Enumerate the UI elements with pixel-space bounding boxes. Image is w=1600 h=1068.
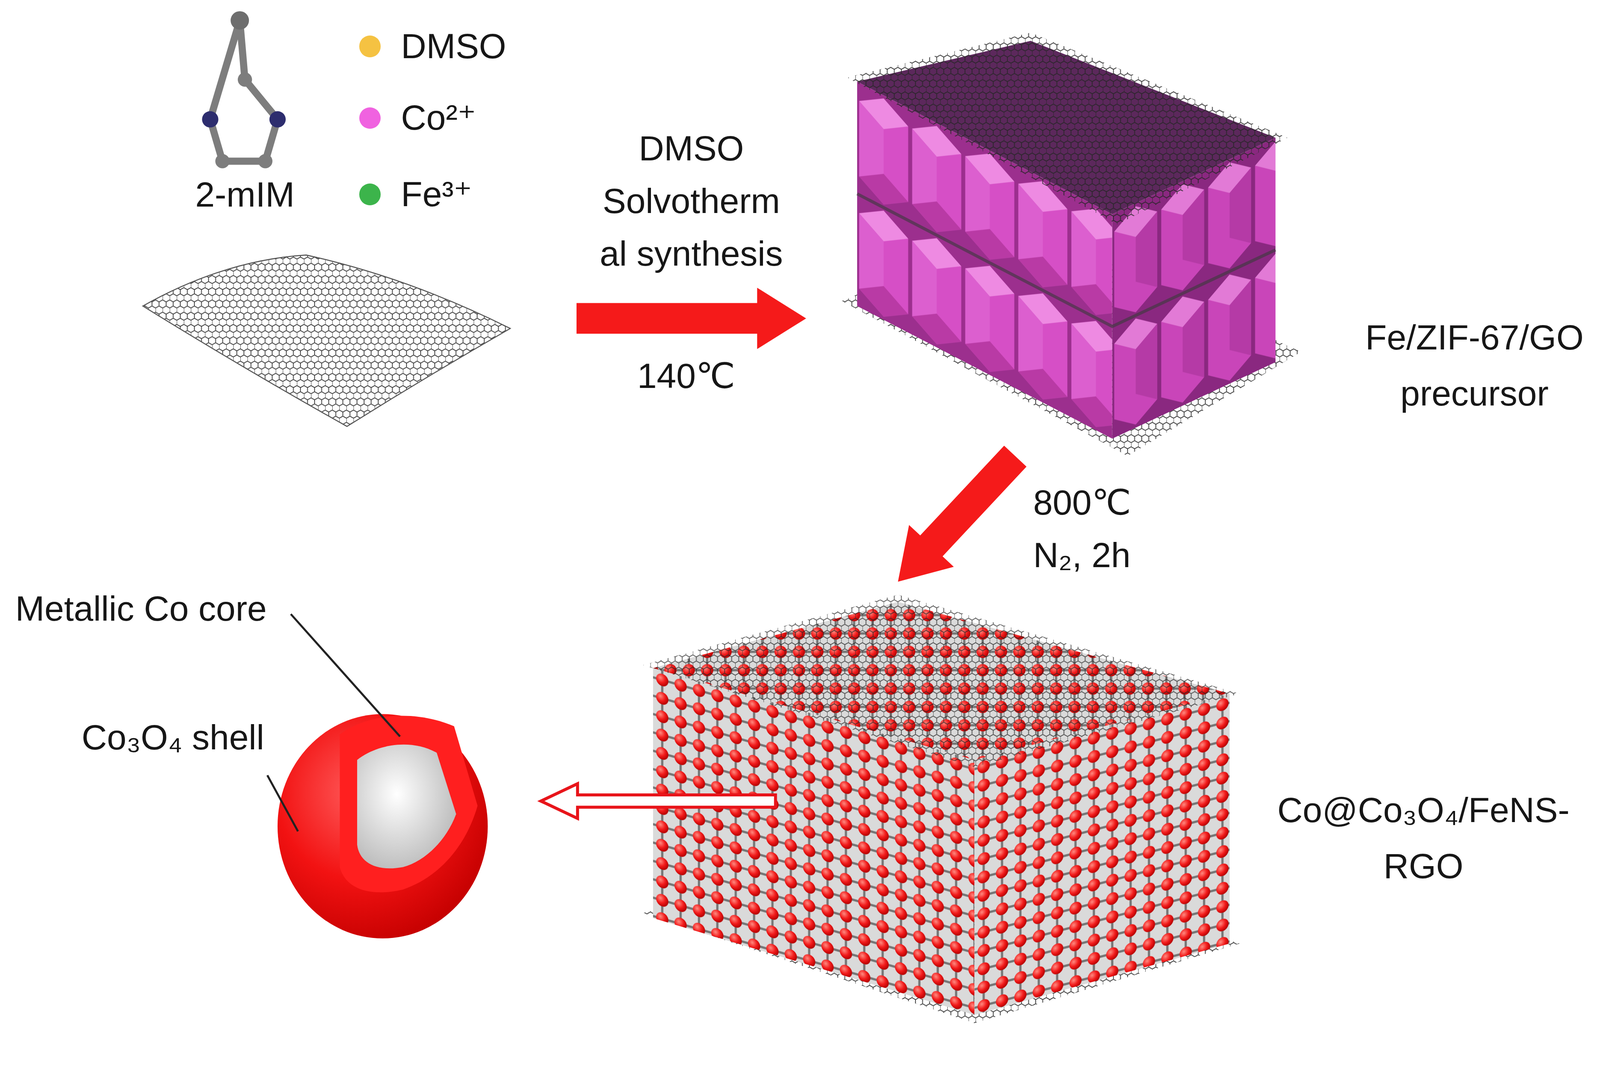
carbon-atom (237, 72, 252, 87)
reaction-arrow (898, 445, 1027, 582)
reaction-arrow (576, 287, 807, 349)
molecule-bonds (209, 20, 278, 162)
legend-dot (359, 35, 381, 57)
legend-entry: Co²⁺ (359, 95, 477, 140)
legend-text: DMSO (401, 25, 507, 68)
carbon-atom (215, 153, 230, 169)
precursor-block (841, 32, 1302, 456)
stage-node: Fe/ZIF-67/GO precursor (806, 25, 1598, 457)
legend-entry: DMSO (359, 24, 507, 69)
stage-label: 2-mIM (153, 173, 337, 216)
carbon-atom (258, 153, 273, 169)
graphene-sheet (846, 32, 1288, 225)
core-shell-sphere (267, 614, 488, 939)
leader-line (267, 775, 299, 832)
graphene-sheet (142, 254, 511, 427)
shell-sphere (277, 713, 488, 939)
stage-label: Metallic Co core (15, 587, 267, 630)
stage-node: Co@Co₃O₄/FeNS- RGO (775, 581, 1598, 1026)
stage-label: Co₃O₄ shell (81, 716, 265, 759)
stage-node: 2-mIM (132, 5, 577, 441)
legend-dot (359, 183, 381, 205)
carbon-atom (230, 11, 249, 30)
legend-dot (359, 107, 381, 129)
stage-node: Metallic Co coreCo₃O₄ shell (8, 581, 541, 950)
stage-label: Fe/ZIF-67/GO precursor (1357, 309, 1592, 422)
product-block (642, 594, 1240, 1024)
legend-entry: Fe³⁺ (359, 172, 473, 217)
arrow-label: DMSO Solvotherm al synthesis (591, 121, 791, 280)
arrow-label: 800℃ N₂, 2h (1033, 476, 1163, 582)
zoom-arrow (540, 783, 776, 819)
legend-text: Co²⁺ (401, 96, 477, 139)
metal-core (357, 744, 456, 869)
leader-line (290, 614, 400, 737)
legend-text: Fe³⁺ (401, 173, 473, 216)
nitrogen-atom (269, 111, 286, 128)
condition-label: 140℃ (612, 354, 761, 397)
graphene-layer (857, 193, 1276, 327)
nitrogen-atom (201, 111, 219, 128)
graphene-edge (142, 254, 511, 427)
graphene-sheet (642, 594, 1240, 767)
molecule-icon (201, 11, 286, 169)
shell-cutaway (339, 715, 478, 893)
stage-label: Co@Co₃O₄/FeNS- RGO (1260, 781, 1587, 894)
